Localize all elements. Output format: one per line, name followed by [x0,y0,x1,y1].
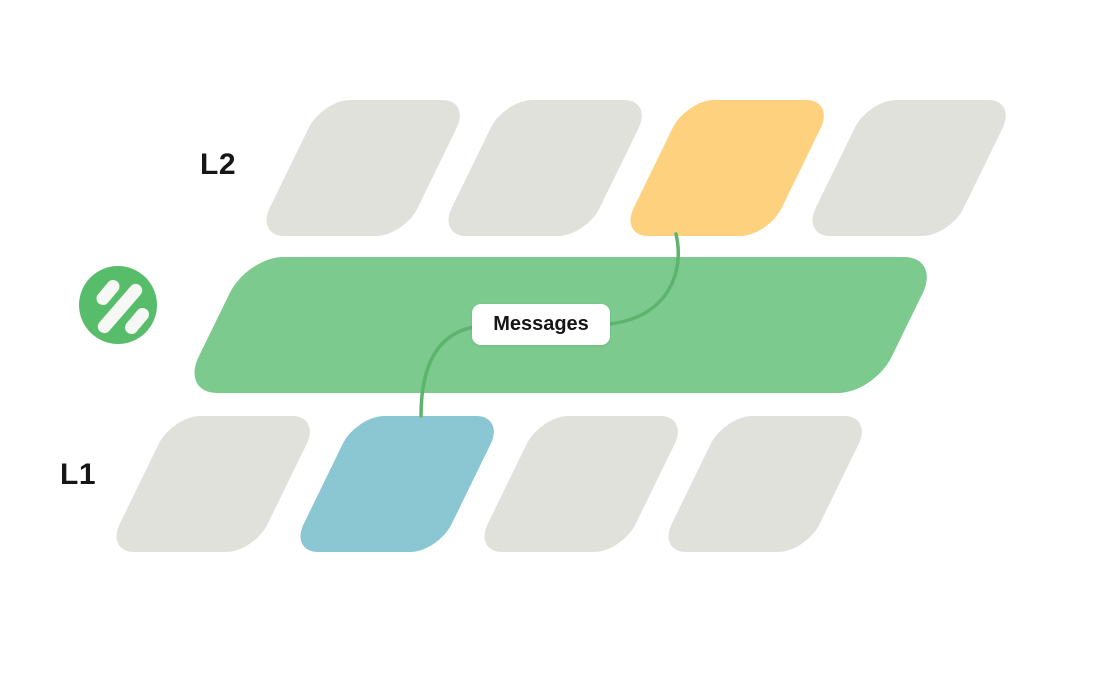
l1-block-4 [658,416,873,552]
l2-block-1 [256,100,471,236]
messages-label: Messages [472,304,610,345]
messages-label-text: Messages [493,313,589,335]
l2-block-4 [802,100,1017,236]
logo-percent-glyph [96,280,149,334]
row-label-l2: L2 [200,148,237,181]
l1-block-3 [474,416,689,552]
l1-block-2-highlight [290,416,505,552]
l2-block-3-highlight [620,100,835,236]
l1-block-1 [106,416,321,552]
percent-logo-icon [79,266,157,344]
l2-block-2 [438,100,653,236]
row-label-l1: L1 [60,458,97,491]
